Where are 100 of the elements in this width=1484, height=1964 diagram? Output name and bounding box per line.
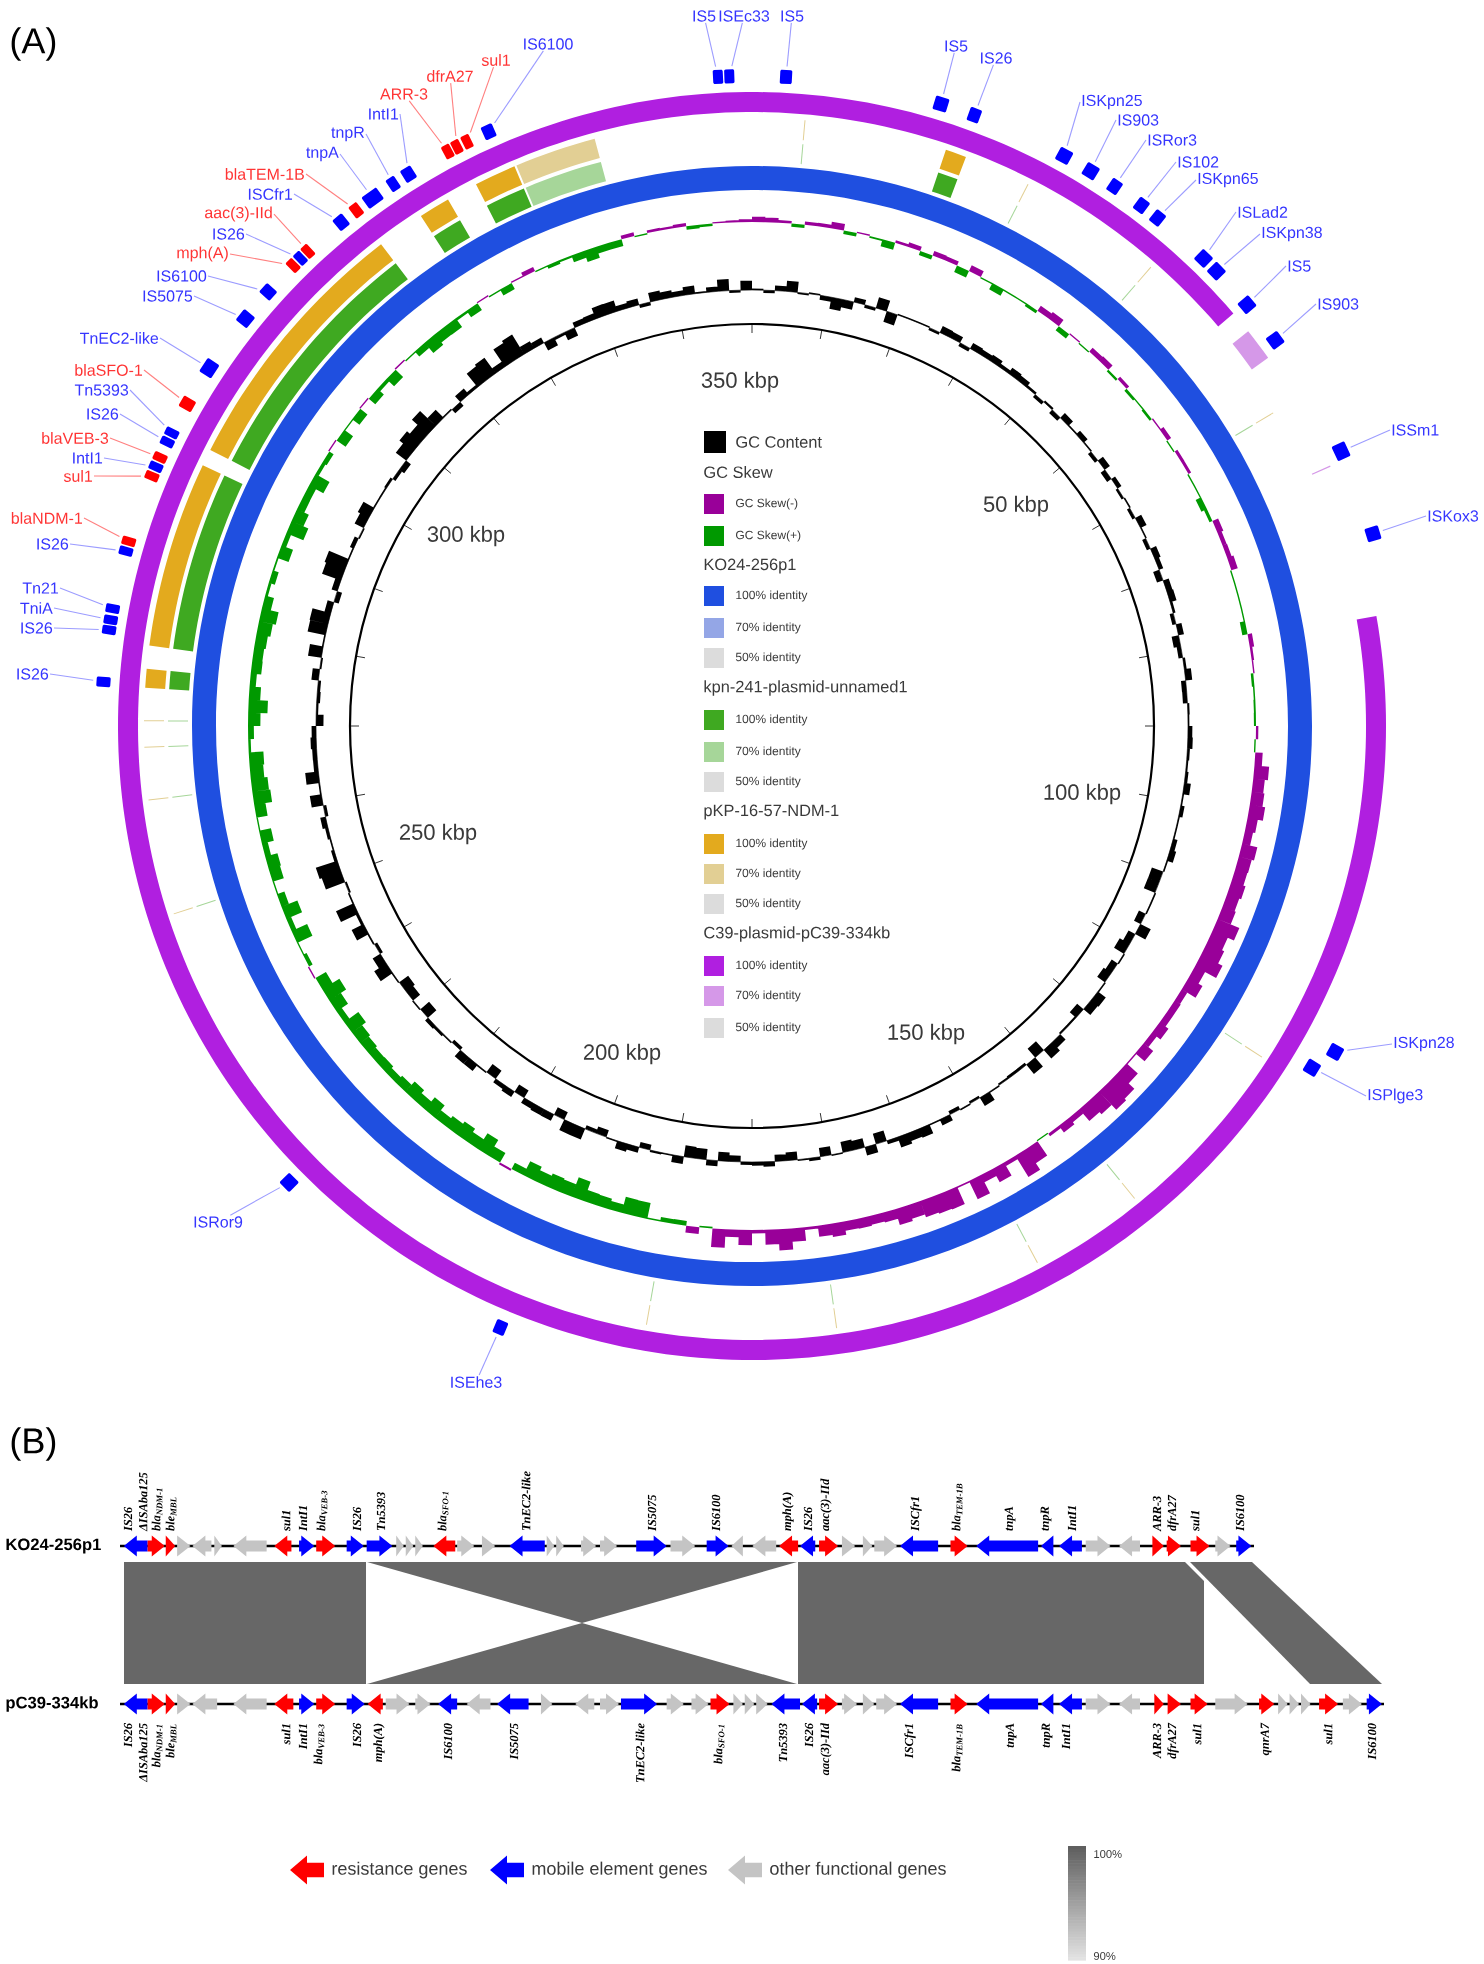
leader-line bbox=[229, 1187, 281, 1216]
position-label: 100 kbp bbox=[1044, 783, 1121, 805]
gene-block bbox=[105, 603, 121, 615]
gene-block bbox=[121, 535, 137, 548]
gene-block bbox=[480, 123, 497, 141]
gene-block bbox=[932, 95, 950, 113]
legend-label: GC Content bbox=[736, 436, 822, 448]
gene-label: IS26 bbox=[17, 668, 49, 680]
leader-line bbox=[143, 369, 180, 399]
legend-label: resistance genes bbox=[332, 1861, 467, 1879]
leader-line bbox=[705, 22, 717, 68]
leader-line bbox=[69, 543, 117, 551]
track-label: KO24-256p1 bbox=[6, 1538, 101, 1554]
leader-line bbox=[103, 457, 146, 466]
leader-line bbox=[731, 22, 743, 67]
gene-block bbox=[348, 202, 364, 219]
gene-label: ISCfr1 bbox=[248, 188, 293, 200]
legend-label: mobile element genes bbox=[532, 1861, 707, 1879]
gene-label: ISRor3 bbox=[1148, 134, 1197, 146]
gene-label: IS5 bbox=[945, 40, 968, 52]
gene-block bbox=[279, 1173, 299, 1192]
leader-line bbox=[977, 64, 994, 107]
position-label: 50 kbp bbox=[983, 495, 1049, 517]
gene-block bbox=[159, 435, 175, 449]
position-label: 150 kbp bbox=[888, 1023, 965, 1045]
gene-block bbox=[178, 395, 196, 413]
gene-block bbox=[152, 451, 168, 464]
gene-label: ISSm1 bbox=[1392, 424, 1439, 436]
gene-block bbox=[361, 187, 384, 209]
leader-line bbox=[450, 82, 457, 137]
leader-line bbox=[109, 437, 151, 455]
gene-block bbox=[101, 624, 117, 636]
gene-label: ISKpn28 bbox=[1394, 1036, 1454, 1052]
gene-label: IS5 bbox=[1288, 260, 1311, 272]
gene-label: IS102 bbox=[1178, 156, 1219, 168]
gene-block bbox=[1237, 295, 1257, 314]
position-label: 250 kbp bbox=[399, 823, 477, 845]
gene-block bbox=[450, 139, 464, 155]
gene-block bbox=[1331, 441, 1351, 461]
gene-block bbox=[966, 107, 982, 124]
leader-line bbox=[273, 213, 302, 245]
leader-line bbox=[305, 173, 349, 205]
leader-line bbox=[1346, 1043, 1393, 1051]
gene-block bbox=[118, 545, 134, 557]
gene-label: sul1 bbox=[63, 470, 92, 482]
gene-label: mph(A) bbox=[177, 246, 228, 262]
legend-heading: KO24-256p1 bbox=[704, 558, 796, 574]
gene-label: IS26 bbox=[981, 52, 1012, 64]
gene-label: IS6100 bbox=[157, 270, 207, 282]
gene-label: IS5075 bbox=[143, 290, 193, 302]
gene-block bbox=[1133, 196, 1150, 215]
leader-line bbox=[53, 627, 100, 631]
gene-block bbox=[724, 69, 735, 84]
panel-label: (A) bbox=[11, 27, 56, 61]
track-label: pC39-334kb bbox=[6, 1696, 98, 1712]
gene-block bbox=[779, 69, 793, 85]
gene-label: Tn21 bbox=[22, 582, 58, 594]
gene-block bbox=[1207, 262, 1226, 281]
leader-line bbox=[207, 275, 258, 290]
gene-block bbox=[148, 460, 164, 474]
leader-line bbox=[1209, 211, 1237, 251]
legend-label: other functional genes bbox=[770, 1861, 946, 1879]
leader-line bbox=[119, 413, 159, 438]
leader-line bbox=[494, 50, 544, 124]
gene-label: ISKpn25 bbox=[1082, 94, 1142, 110]
gene-label: IS26 bbox=[37, 538, 69, 550]
legend-heading: pKP-16-57-NDM-1 bbox=[704, 804, 839, 820]
leader-line bbox=[1382, 515, 1427, 532]
leader-line bbox=[1147, 161, 1177, 198]
gene-block bbox=[293, 251, 308, 266]
gene-block bbox=[385, 176, 401, 192]
leader-line bbox=[1094, 119, 1117, 163]
gene-label: IS6100 bbox=[524, 38, 573, 50]
gene-label: ISKox3 bbox=[1428, 510, 1479, 522]
gene-block bbox=[332, 213, 350, 231]
leader-line bbox=[1164, 179, 1197, 212]
gene-block bbox=[1194, 249, 1213, 268]
gene-block bbox=[492, 1319, 509, 1336]
leader-line bbox=[59, 587, 104, 606]
gene-label: ISPlge3 bbox=[1368, 1088, 1423, 1104]
gene-block bbox=[1149, 209, 1166, 227]
gene-block bbox=[1302, 1058, 1321, 1077]
leader-line bbox=[1253, 265, 1287, 298]
gene-block bbox=[96, 676, 111, 688]
leader-line bbox=[293, 193, 333, 218]
gene-block bbox=[259, 283, 277, 301]
gene-block bbox=[164, 426, 180, 440]
gene-block bbox=[285, 258, 301, 273]
panel-label: (B) bbox=[11, 1427, 56, 1461]
gene-block bbox=[300, 244, 316, 259]
gene-label: sul1 bbox=[481, 54, 510, 66]
leader-line bbox=[193, 295, 237, 315]
gene-block bbox=[144, 470, 160, 483]
leader-line bbox=[478, 1336, 497, 1376]
gene-block bbox=[400, 165, 417, 183]
gene-block bbox=[460, 134, 474, 150]
gene-block bbox=[1106, 177, 1123, 196]
legend-heading: C39-plasmid-pC39-334kb bbox=[704, 926, 890, 942]
leader-line bbox=[229, 253, 283, 265]
gene-block bbox=[1266, 331, 1285, 350]
